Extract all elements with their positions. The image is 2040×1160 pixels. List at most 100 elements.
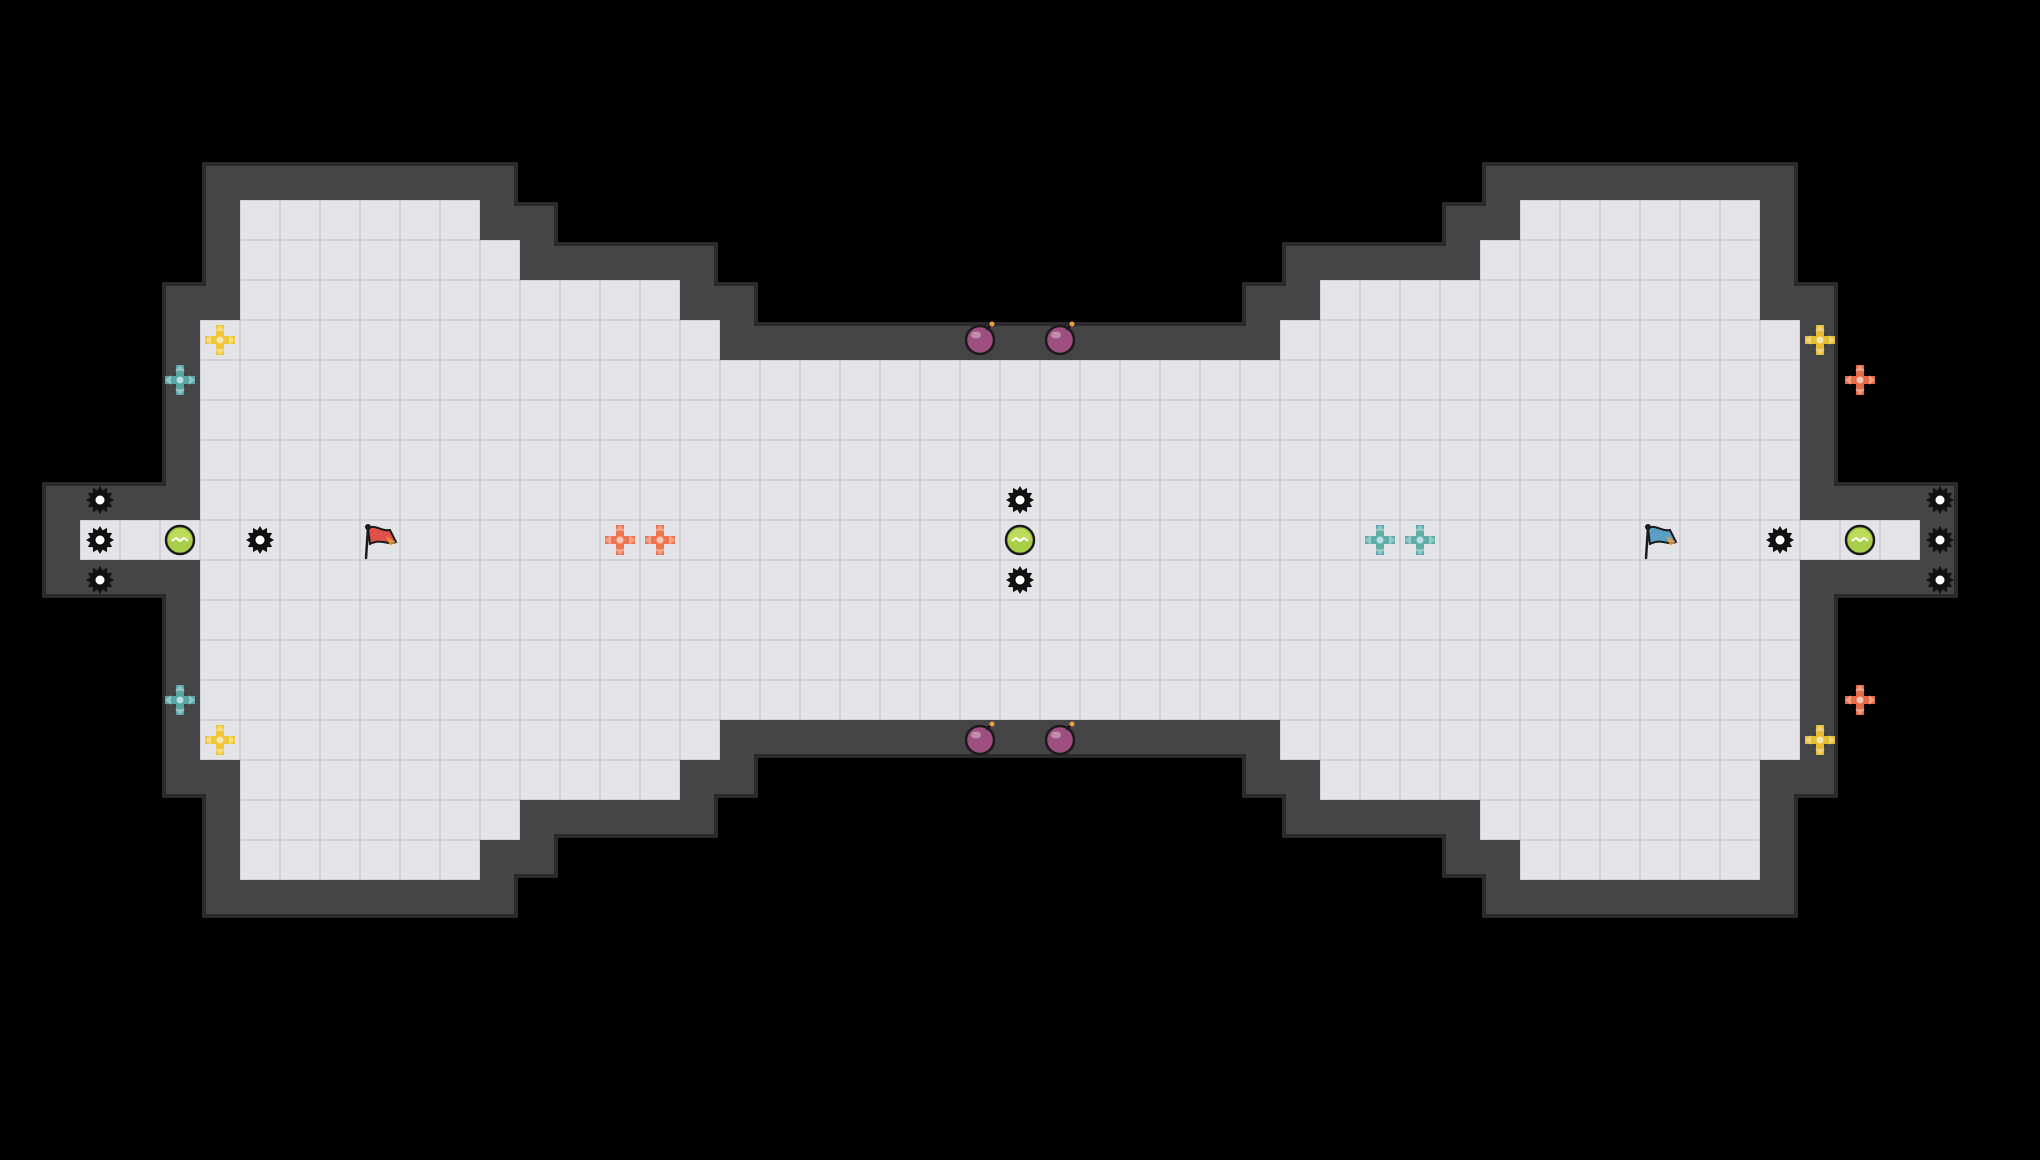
boost-icon (1805, 325, 1835, 355)
floor-tile (1440, 440, 1480, 480)
floor-tile (640, 440, 680, 480)
bomb-spark (989, 321, 995, 327)
floor-tile (1720, 280, 1760, 320)
floor-span (240, 280, 680, 320)
floor-tile (440, 200, 480, 240)
floor-tile (80, 520, 120, 560)
floor-tile (640, 640, 680, 680)
floor-tile (1040, 680, 1080, 720)
floor-tile (1640, 280, 1680, 320)
floor-tile (1000, 520, 1040, 560)
floor-tile (1480, 320, 1520, 360)
floor-tile (1240, 640, 1280, 680)
floor-tile (920, 360, 960, 400)
floor-tile (1520, 520, 1560, 560)
floor-tile (1040, 360, 1080, 400)
floor-tile (1680, 840, 1720, 880)
floor-tile (1320, 440, 1360, 480)
floor-tile (280, 280, 320, 320)
floor-tile (1440, 720, 1480, 760)
floor-tile (1360, 720, 1400, 760)
floor-tile (1040, 480, 1080, 520)
floor-tile (1000, 640, 1040, 680)
floor-tile (1160, 360, 1200, 400)
floor-tile (400, 320, 440, 360)
floor-tile (760, 560, 800, 600)
floor-tile (1320, 360, 1360, 400)
floor-tile (480, 760, 520, 800)
floor-tile (1640, 560, 1680, 600)
floor-tile (520, 280, 560, 320)
floor-tile (640, 280, 680, 320)
floor-tile (1560, 680, 1600, 720)
floor-tile (1360, 320, 1400, 360)
floor-tile (1200, 400, 1240, 440)
floor-tile (1560, 280, 1600, 320)
floor-tile (680, 480, 720, 520)
floor-tile (240, 240, 280, 280)
floor-tile (1560, 800, 1600, 840)
spike-icon (1766, 526, 1794, 554)
floor-tile (1720, 840, 1760, 880)
floor-tile (760, 440, 800, 480)
floor-tile (1320, 720, 1360, 760)
floor-tile (1120, 560, 1160, 600)
floor-tile (1760, 640, 1800, 680)
floor-tile (880, 440, 920, 480)
floor-tile (680, 520, 720, 560)
floor-tile (920, 560, 960, 600)
floor-tile (960, 520, 1000, 560)
boost-icon (165, 685, 195, 715)
floor-tile (360, 440, 400, 480)
floor-tile (1720, 400, 1760, 440)
floor-tile (120, 520, 160, 560)
boost-core (1816, 736, 1824, 744)
floor-tile (760, 600, 800, 640)
floor-tile (1000, 400, 1040, 440)
floor-tile (320, 720, 360, 760)
floor-tile (800, 480, 840, 520)
floor-tile (200, 640, 240, 680)
floor-tile (360, 320, 400, 360)
floor-tile (1440, 360, 1480, 400)
floor-span (240, 240, 520, 280)
boost-arrows (1365, 525, 1395, 555)
floor-tile (640, 680, 680, 720)
floor-tile (400, 760, 440, 800)
spike-icon (246, 526, 274, 554)
floor-tile (720, 640, 760, 680)
floor-tile (1480, 440, 1520, 480)
boost-icon (1365, 525, 1395, 555)
floor-tile (1880, 520, 1920, 560)
spike-icon (1926, 486, 1954, 514)
floor-tile (1520, 280, 1560, 320)
boost-core (1376, 536, 1384, 544)
floor-tile (1480, 600, 1520, 640)
floor-tile (200, 480, 240, 520)
floor-tile (920, 680, 960, 720)
floor-tile (1600, 520, 1640, 560)
floor-tile (640, 400, 680, 440)
floor-tile (480, 360, 520, 400)
spike-icon (86, 486, 114, 514)
floor-tile (320, 640, 360, 680)
floor-tile (1680, 200, 1720, 240)
floor-tile (240, 360, 280, 400)
floor-tile (1240, 480, 1280, 520)
floor-tile (1720, 640, 1760, 680)
boost-core (1816, 336, 1824, 344)
floor-tile (880, 400, 920, 440)
floor-tile (1760, 440, 1800, 480)
floor-span (1320, 280, 1760, 320)
spike-center (1935, 495, 1945, 505)
floor-tile (480, 440, 520, 480)
floor-tile (240, 320, 280, 360)
boost-core (1856, 696, 1864, 704)
floor-tile (1200, 360, 1240, 400)
floor-tile (240, 280, 280, 320)
bomb-body (1044, 724, 1076, 756)
floor-tile (1520, 360, 1560, 400)
spike-center (1015, 575, 1025, 585)
floor-tile (360, 360, 400, 400)
